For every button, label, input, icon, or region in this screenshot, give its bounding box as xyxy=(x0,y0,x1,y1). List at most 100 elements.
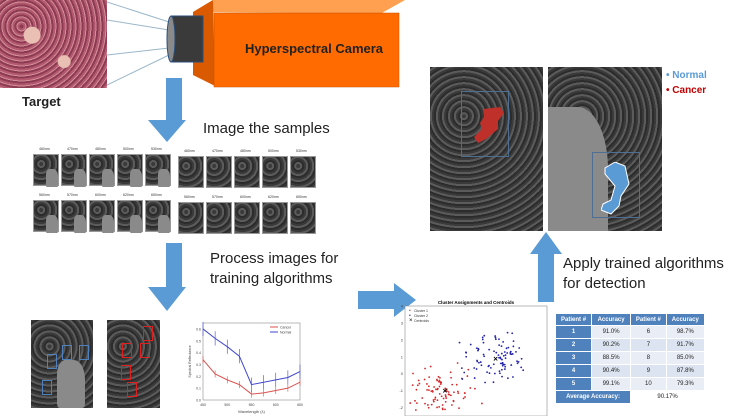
spectral-thumbnail xyxy=(89,154,115,187)
table-cell: 7 xyxy=(631,339,666,351)
thumbnail-label: 570nm xyxy=(67,193,78,197)
data-point xyxy=(428,389,430,392)
data-point xyxy=(444,394,447,396)
spectral-thumbnail xyxy=(234,156,260,188)
camera-label: Hyperspectral Camera xyxy=(245,41,384,56)
data-point xyxy=(475,347,478,350)
y-axis-label: Spectral Reflectance xyxy=(188,345,192,377)
data-point xyxy=(436,399,439,402)
table-cell: 91.0% xyxy=(592,326,631,338)
y-tick-label: 2 xyxy=(401,337,404,342)
right-arrow xyxy=(358,283,416,317)
x-tick-label: 600 xyxy=(273,403,279,407)
data-point xyxy=(423,378,426,381)
y-tick-label: 0.2 xyxy=(196,375,201,379)
hyperspectral-camera xyxy=(166,0,405,88)
step-apply-line2: for detection xyxy=(563,275,646,292)
data-point xyxy=(456,362,459,364)
data-point xyxy=(445,390,448,392)
data-point xyxy=(500,352,503,355)
y-tick-label: 0 xyxy=(401,371,404,376)
up-arrow xyxy=(530,232,562,302)
thumbnail-label: 460nm xyxy=(39,147,50,151)
y-tick-label: 0.3 xyxy=(196,363,201,367)
data-point xyxy=(502,354,505,357)
data-point xyxy=(474,387,476,390)
data-point xyxy=(438,393,441,395)
x-tick-label: 500 xyxy=(224,403,230,407)
spectral-thumbnail xyxy=(61,200,87,233)
table-header: Accuracy xyxy=(592,314,631,325)
data-point xyxy=(449,394,452,397)
legend-label: Cluster 1 xyxy=(414,309,428,313)
data-point xyxy=(460,367,463,369)
data-point xyxy=(439,383,442,385)
data-point xyxy=(481,402,483,405)
data-point xyxy=(473,377,476,379)
data-point xyxy=(444,400,447,403)
data-point xyxy=(499,362,502,365)
data-point xyxy=(504,354,507,357)
data-point xyxy=(507,346,510,349)
data-point xyxy=(435,388,437,391)
data-point xyxy=(438,406,441,408)
spectral-thumbnail xyxy=(206,202,232,234)
spectral-thumbnail xyxy=(61,154,87,187)
down-arrow-1 xyxy=(148,78,186,142)
thumbnail-label: 480nm xyxy=(240,149,251,153)
data-point xyxy=(492,363,495,366)
data-point xyxy=(503,363,506,366)
data-point xyxy=(477,349,479,352)
data-point xyxy=(504,365,507,368)
table-cell: 90.4% xyxy=(592,365,631,377)
data-point xyxy=(441,407,444,410)
data-point xyxy=(469,343,472,346)
data-point xyxy=(480,364,483,367)
data-point xyxy=(436,378,438,381)
data-point xyxy=(426,389,428,391)
normal-training-image xyxy=(31,320,93,408)
thumbnail-label: 480nm xyxy=(95,147,106,151)
legend-cancer: • Cancer xyxy=(666,85,707,96)
thumbnail-label: 620nm xyxy=(123,193,134,197)
data-point xyxy=(434,398,436,401)
data-point xyxy=(505,347,508,350)
data-point xyxy=(449,371,452,374)
legend-marker: • xyxy=(409,308,411,314)
down-arrow-2 xyxy=(148,243,186,311)
table-header: Patient # xyxy=(556,314,592,325)
target-label: Target xyxy=(22,94,61,109)
table-cell: 87.8% xyxy=(666,365,704,377)
legend-normal-label: Normal xyxy=(672,70,707,81)
data-point xyxy=(483,334,486,337)
data-point xyxy=(458,407,460,410)
data-point xyxy=(500,368,503,371)
data-point xyxy=(464,396,466,398)
y-tick-label: 0.6 xyxy=(196,327,201,331)
data-point xyxy=(518,347,521,349)
data-point xyxy=(493,372,496,375)
data-point xyxy=(503,368,506,370)
data-point xyxy=(414,409,417,411)
spectral-thumbnail xyxy=(178,156,204,188)
data-point xyxy=(466,375,469,377)
step-process-line2: training algorithms xyxy=(210,270,333,287)
data-point xyxy=(482,353,485,356)
thumbnail-label: 620nm xyxy=(268,195,279,199)
data-point xyxy=(431,389,434,392)
legend-cancer-label: Cancer xyxy=(672,85,707,96)
table-header: Patient # xyxy=(631,314,666,325)
data-point xyxy=(444,387,447,390)
data-point xyxy=(462,397,465,400)
thumbnail-label: 460nm xyxy=(184,149,195,153)
data-point xyxy=(511,332,514,335)
data-point xyxy=(479,361,482,363)
x-tick-label: 450 xyxy=(200,403,206,407)
data-point xyxy=(464,392,466,395)
data-point xyxy=(476,359,478,362)
data-point xyxy=(517,361,520,363)
data-point xyxy=(478,361,480,364)
data-point xyxy=(444,395,447,398)
data-point xyxy=(417,379,420,382)
